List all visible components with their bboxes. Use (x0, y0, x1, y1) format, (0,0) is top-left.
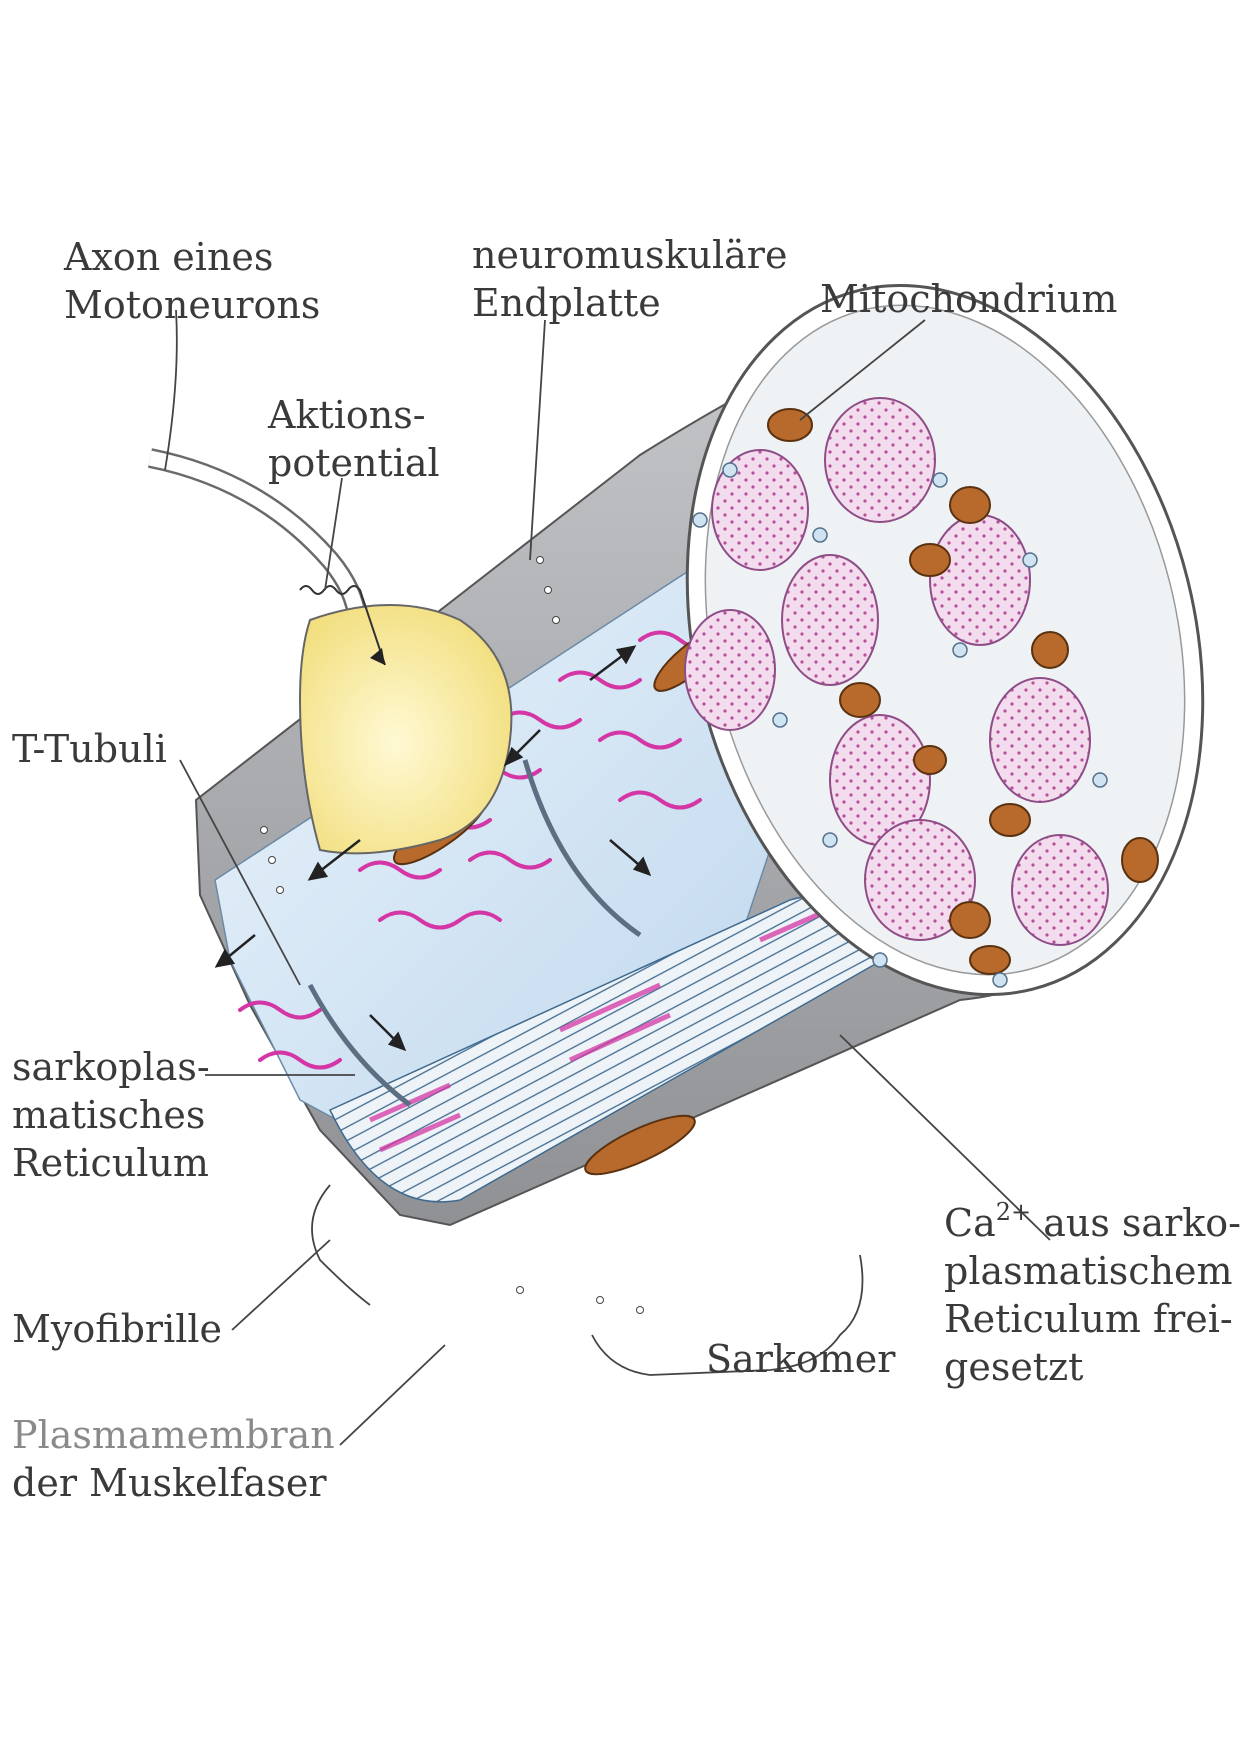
label-endplate-line1: neuromuskuläre (472, 233, 787, 277)
myofibril-cross-sections (684, 397, 1109, 946)
axon-and-endplate (148, 448, 513, 855)
cross-section (684, 283, 1205, 997)
label-action-potential-line2: potential (268, 441, 440, 485)
sr-cross-rings (692, 462, 1108, 988)
myofibrille-brace (311, 1184, 371, 1306)
label-mitochondrium: Mitochondrium (820, 277, 1117, 321)
axon-leader (164, 309, 178, 471)
mitochondrium-leader (799, 319, 926, 421)
label-calcium-line3: Reticulum frei- (944, 1297, 1233, 1341)
propagation-arrows (214, 645, 652, 1052)
calcium-symbol: Ca (944, 1201, 996, 1245)
t-tubuli-leader (179, 759, 301, 986)
label-myofibrille: Myofibrille (12, 1307, 222, 1351)
label-axon-line1: Axon eines (63, 235, 273, 279)
label-plasmamembran-line2: der Muskelfaser (12, 1461, 327, 1505)
label-calcium-line4: gesetzt (944, 1345, 1083, 1389)
action-potential-arrowhead (370, 648, 385, 665)
action-potential-wave (299, 585, 386, 666)
calcium-leader (839, 1034, 1051, 1241)
surface-pores (260, 556, 644, 1314)
label-sr-line2: matisches (12, 1093, 205, 1137)
labels: Axon eines Motoneurons neuromuskuläre En… (12, 233, 1240, 1505)
label-sr-line1: sarkoplas- (12, 1045, 210, 1089)
plasmamembran-leader (339, 1344, 446, 1446)
label-t-tubuli: T-Tubuli (12, 727, 167, 771)
label-sarkomer: Sarkomer (706, 1337, 896, 1381)
label-endplate-line2: Endplatte (472, 281, 661, 325)
sarkomer-brace (591, 1254, 864, 1376)
calcium-line1-rest: aus sarko- (1031, 1201, 1240, 1245)
leader-lines (164, 309, 1051, 1446)
myofibrille-leader (231, 1239, 331, 1331)
endplate-leader (529, 319, 546, 561)
calcium-superscript: 2+ (996, 1198, 1031, 1226)
label-calcium-line2: plasmatischem (944, 1249, 1233, 1293)
label-sr-line3: Reticulum (12, 1141, 209, 1185)
label-axon-line2: Motoneurons (64, 283, 320, 327)
action-potential-leader (324, 477, 343, 591)
endplate (298, 604, 513, 855)
label-calcium-line1: Ca2+ aus sarko- (944, 1198, 1240, 1245)
mitochondria-cross (767, 408, 1159, 975)
label-action-potential-line1: Aktions- (267, 393, 426, 437)
label-plasmamembran-line1: Plasmamembran (12, 1413, 335, 1457)
